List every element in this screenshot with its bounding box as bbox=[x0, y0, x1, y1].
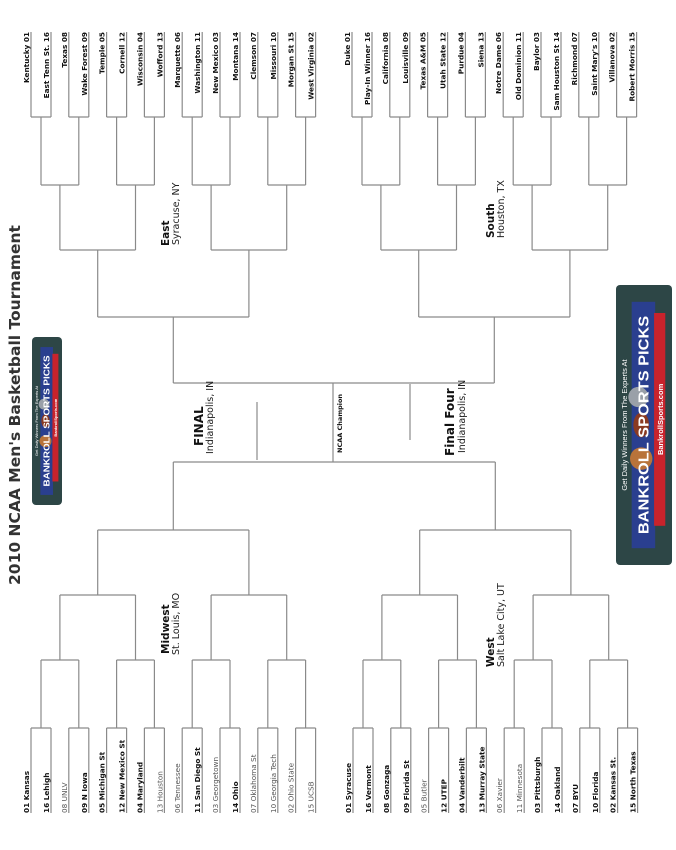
team-name: 15 North Texas bbox=[629, 751, 638, 813]
team-name: 11 Minnesota bbox=[515, 764, 524, 813]
team-name: Missouri 10 bbox=[269, 32, 278, 79]
page-title: 2010 NCAA Men's Basketball Tournament bbox=[6, 224, 24, 585]
team-name: Notre Dame 06 bbox=[494, 32, 503, 94]
team-name: Wofford 13 bbox=[155, 32, 164, 77]
team-name: 14 Ohio bbox=[231, 781, 240, 813]
ad-url: BankrollSports.com bbox=[656, 383, 665, 455]
team-name: Richmond 07 bbox=[570, 32, 579, 85]
team-name: Morgan St 15 bbox=[287, 32, 296, 87]
team-name: 02 Ohio State bbox=[287, 762, 296, 813]
team-name: Play-In Winner 16 bbox=[363, 32, 372, 105]
team-name: 10 Florida bbox=[591, 771, 600, 813]
team-name: 04 Maryland bbox=[135, 762, 144, 813]
team-name: Louisville 09 bbox=[401, 32, 410, 84]
team-name: 07 BYU bbox=[571, 784, 580, 813]
team-name: Washington 11 bbox=[193, 32, 202, 94]
ad-tagline: Get Daily Winners From The Experts At bbox=[620, 359, 629, 491]
team-name: New Mexico 03 bbox=[211, 32, 220, 94]
team-name: West Virginia 02 bbox=[307, 32, 316, 100]
region-city-east: Syracuse, NY bbox=[171, 182, 182, 245]
team-name: Duke 01 bbox=[343, 32, 352, 66]
team-name: Texas 08 bbox=[60, 32, 69, 68]
team-name: 05 Michigan St bbox=[98, 751, 107, 813]
team-name: 06 Tennessee bbox=[173, 763, 182, 813]
ad-url: BankrollSports.com bbox=[53, 398, 58, 436]
team-name: 04 Vanderbilt bbox=[457, 757, 466, 813]
basketball-icon bbox=[630, 447, 653, 470]
team-name: 07 Oklahoma St bbox=[249, 754, 258, 813]
final-city: Indianapolis, IN bbox=[205, 381, 216, 454]
team-name: 12 UTEP bbox=[440, 778, 449, 813]
region-city-midwest: St. Louis, MO bbox=[171, 593, 182, 655]
team-name: Robert Morris 15 bbox=[628, 32, 637, 101]
team-name: 03 Georgetown bbox=[211, 757, 220, 813]
team-name: 16 Lehigh bbox=[42, 773, 51, 813]
team-name: Sam Houston St 14 bbox=[552, 32, 561, 111]
ad-brand: BANKROLL SPORTS PICKS bbox=[42, 355, 51, 487]
ad-brand: BANKROLL SPORTS PICKS bbox=[635, 316, 652, 534]
team-name: Saint Mary's 10 bbox=[590, 32, 599, 96]
team-name: Wisconsin 04 bbox=[135, 32, 144, 86]
team-name: 09 Florida St bbox=[402, 760, 411, 813]
team-name: Montana 14 bbox=[231, 32, 240, 81]
champion-label: NCAA Champion bbox=[336, 394, 344, 453]
team-name: Villanova 02 bbox=[608, 32, 617, 83]
bankroll-sports-ad: Get Daily Winners From The Experts At BAN… bbox=[616, 285, 672, 565]
baseball-icon bbox=[38, 398, 50, 410]
region-name-south: South bbox=[485, 203, 497, 238]
team-name: Siena 13 bbox=[476, 32, 485, 68]
team-name: 03 Pittsburgh bbox=[533, 757, 542, 813]
basketball-icon bbox=[39, 435, 52, 448]
ad-red-bar bbox=[52, 353, 59, 482]
team-name: 01 Kansas bbox=[22, 771, 31, 813]
region-name-east: East bbox=[160, 220, 172, 246]
team-name: 05 Butler bbox=[420, 779, 429, 813]
final-label: FINAL bbox=[192, 406, 206, 446]
team-name: 08 UNLV bbox=[60, 782, 69, 813]
team-name: East Tenn St. 16 bbox=[42, 32, 51, 98]
team-name: 13 Houston bbox=[155, 771, 164, 813]
team-name: Baylor 03 bbox=[532, 32, 541, 71]
team-name: Old Dominion 11 bbox=[514, 32, 523, 100]
team-name: Clemson 07 bbox=[249, 32, 258, 80]
team-name: 13 Murray State bbox=[477, 747, 486, 813]
baseball-icon bbox=[628, 386, 649, 408]
team-name: Kentucky 01 bbox=[22, 32, 31, 83]
team-name: Marquette 06 bbox=[173, 32, 182, 88]
region-name-west: West bbox=[485, 637, 497, 667]
final-four-label: Final Four bbox=[443, 388, 457, 456]
region-city-south: Houston, TX bbox=[496, 180, 507, 238]
team-name: Wake Forest 09 bbox=[80, 32, 89, 96]
team-name: 10 Georgia Tech bbox=[269, 754, 278, 813]
team-name: 15 UCSB bbox=[307, 781, 316, 813]
team-name: 02 Kansas St. bbox=[609, 757, 618, 813]
team-name: Temple 05 bbox=[98, 32, 107, 74]
ad-red-bar bbox=[654, 313, 666, 526]
team-name: 11 San Diego St bbox=[193, 747, 202, 813]
team-name: Cornell 12 bbox=[118, 32, 127, 74]
team-name: Utah State 12 bbox=[439, 32, 448, 89]
team-name: 14 Oakland bbox=[553, 766, 562, 813]
team-name: 08 Gonzaga bbox=[382, 765, 391, 813]
team-name: California 08 bbox=[381, 32, 390, 84]
team-name: 01 Syracuse bbox=[344, 763, 353, 813]
team-name: 12 New Mexico St bbox=[118, 739, 127, 813]
final-four-city: Indianapolis, IN bbox=[457, 380, 468, 453]
team-name: Texas A&M 05 bbox=[419, 32, 428, 89]
team-name: 09 N Iowa bbox=[80, 772, 89, 813]
football-icon bbox=[633, 412, 650, 438]
team-name: Purdue 04 bbox=[456, 32, 465, 74]
team-name: 16 Vermont bbox=[364, 765, 373, 813]
region-city-west: Salt Lake City, UT bbox=[496, 583, 507, 667]
ad-tagline: Get Daily Winners From The Experts At bbox=[34, 385, 39, 456]
team-name: 06 Xavier bbox=[495, 778, 504, 813]
region-name-midwest: Midwest bbox=[160, 604, 172, 654]
football-icon bbox=[41, 414, 50, 428]
